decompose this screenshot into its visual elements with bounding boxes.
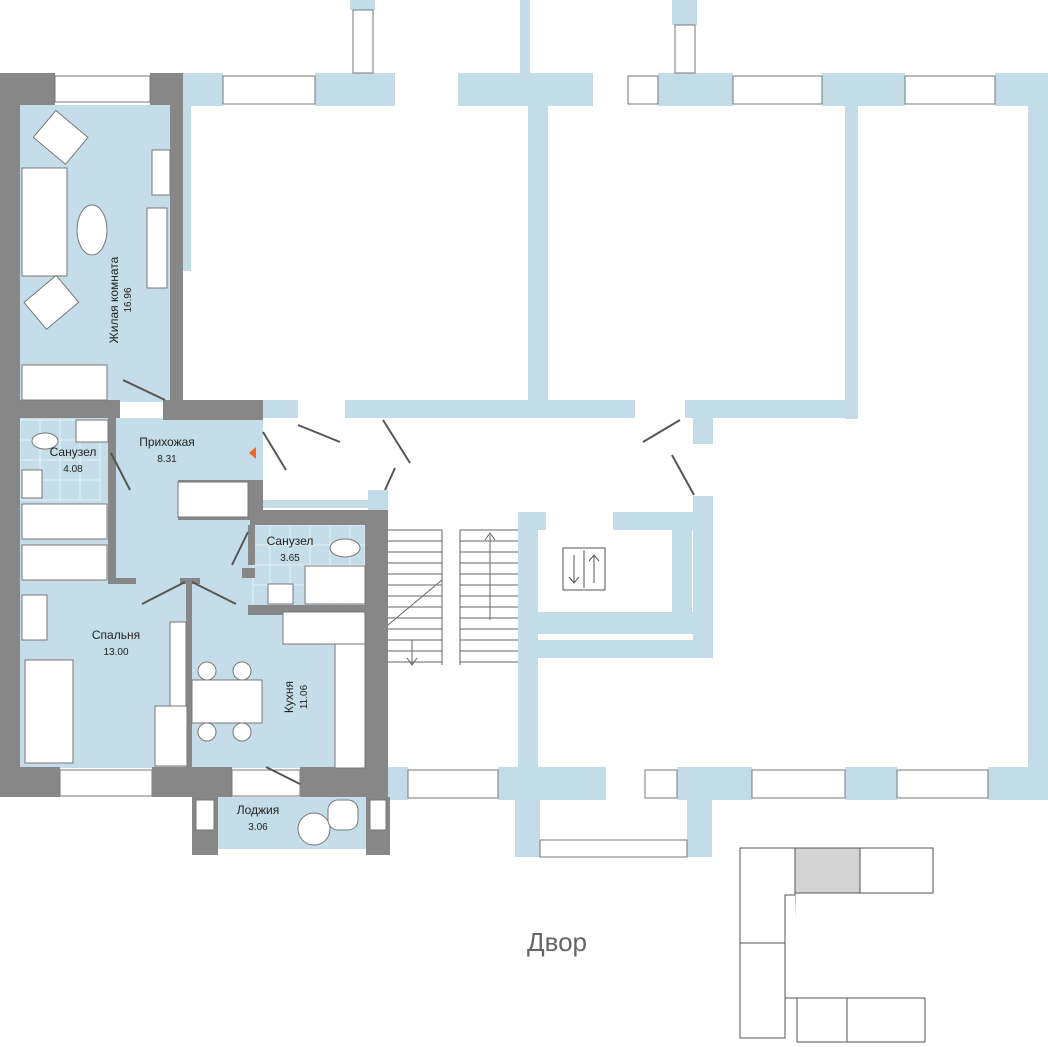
yard-label: Двор [527, 927, 587, 957]
room-name: Лоджия [237, 803, 280, 817]
room-name: Санузел [50, 445, 97, 459]
building-walls [183, 0, 1048, 858]
room-label-hall: Прихожая 8.31 [139, 435, 195, 465]
room-label-loggia: Лоджия 3.06 [237, 803, 280, 833]
room-area: 8.31 [157, 454, 177, 465]
room-name: Жилая комната [107, 256, 121, 343]
room-label-bathroom-1: Санузел 4.08 [50, 445, 97, 475]
entrance-marker [249, 447, 256, 459]
room-area: 13.00 [103, 647, 128, 658]
staircase [387, 529, 518, 666]
room-area: 3.06 [248, 822, 268, 833]
room-label-bathroom-2: Санузел 3.65 [267, 534, 314, 564]
room-name: Кухня [282, 681, 296, 713]
room-label-kitchen: Кухня 11.06 [282, 681, 310, 713]
room-area: 3.65 [280, 553, 300, 564]
apartment [0, 73, 695, 855]
room-label-living: Жилая комната 16.96 [107, 256, 134, 343]
room-area: 11.06 [299, 684, 310, 709]
room-name: Прихожая [139, 435, 195, 449]
elevator-icon [562, 547, 606, 591]
room-label-bedroom: Спальня 13.00 [92, 628, 140, 658]
room-name: Санузел [267, 534, 314, 548]
building-key-map [739, 847, 934, 1043]
room-area: 16.96 [123, 287, 134, 312]
room-area: 4.08 [63, 464, 83, 475]
room-name: Спальня [92, 628, 140, 642]
